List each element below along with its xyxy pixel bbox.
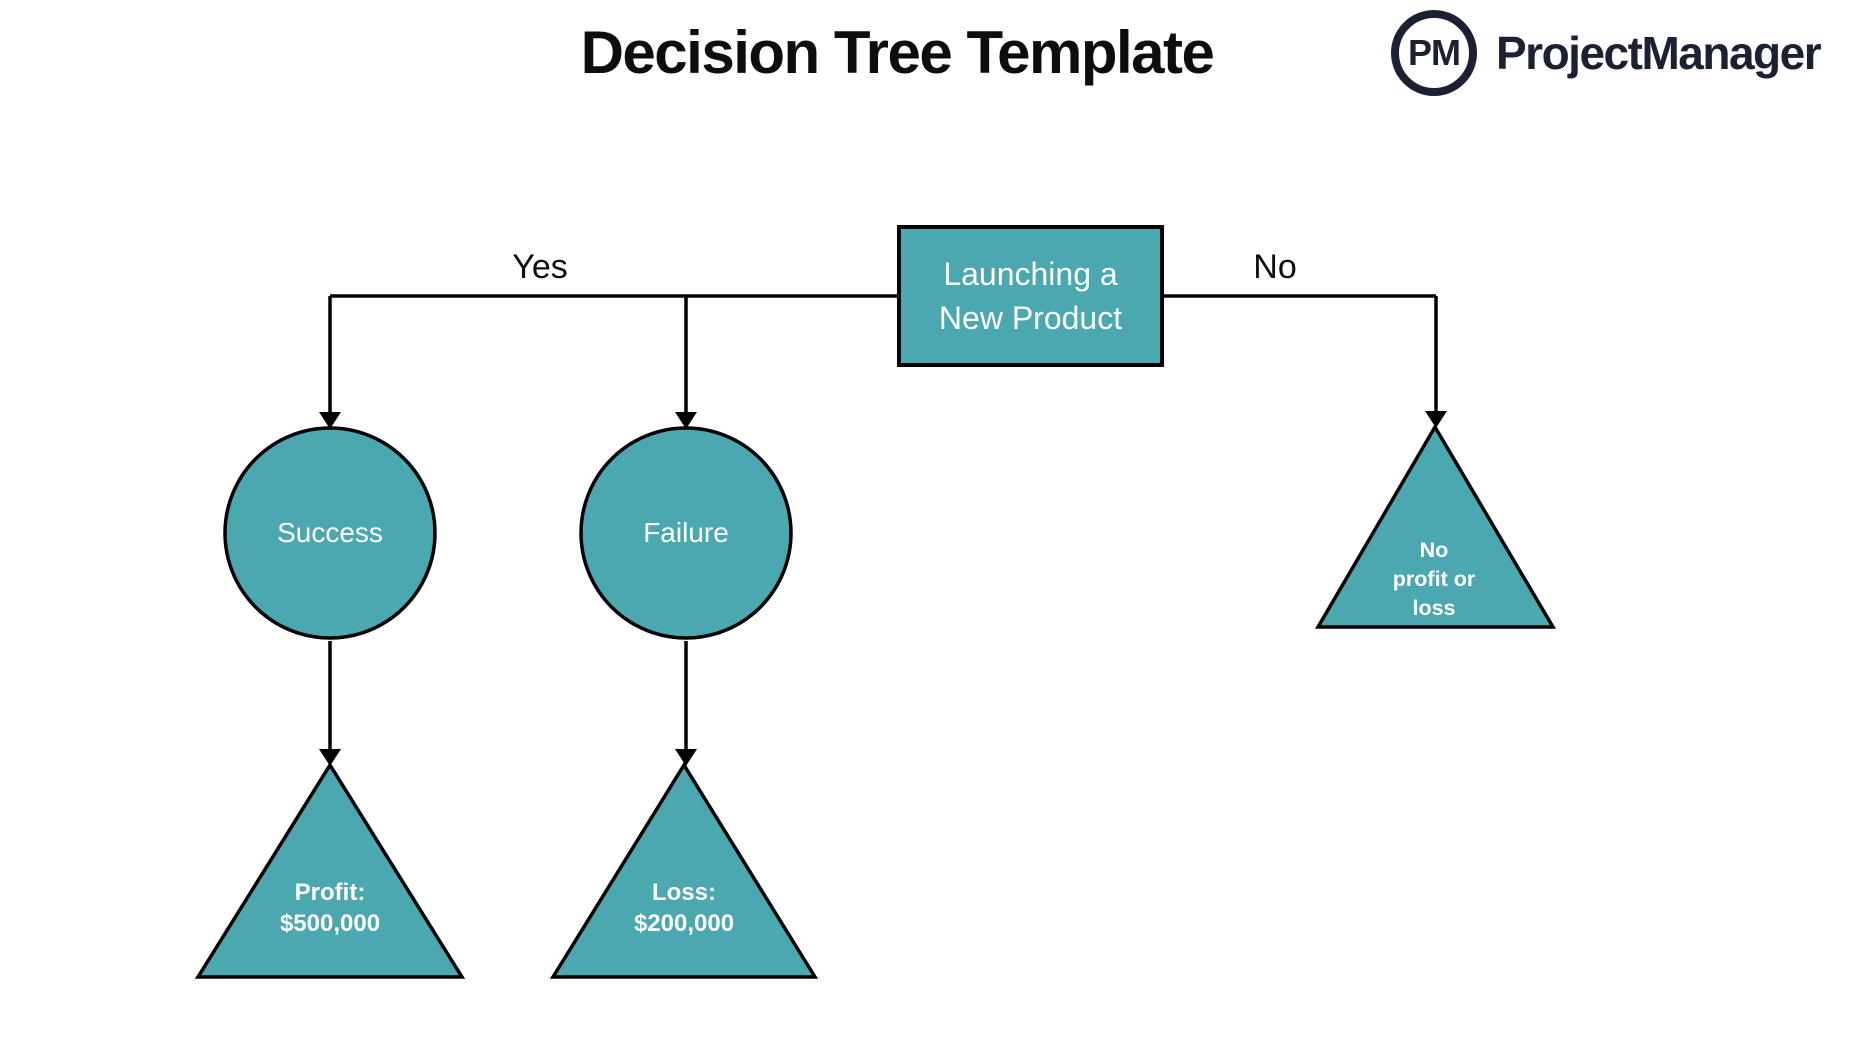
no-profit-label-line3: loss bbox=[1412, 596, 1456, 620]
loss-label-line2: $200,000 bbox=[633, 910, 735, 937]
pm-monogram-text: PM bbox=[1408, 32, 1461, 73]
decision-node: Launching a New Product bbox=[897, 225, 1164, 367]
arrowhead-loss-icon bbox=[675, 749, 697, 766]
brand-wordmark: ProjectManager bbox=[1496, 27, 1822, 79]
arrowhead-profit-icon bbox=[319, 749, 341, 766]
no-edge-label: No bbox=[1253, 248, 1297, 286]
failure-node-shape bbox=[579, 426, 793, 640]
profit-node-label: Profit: $500,000 bbox=[215, 877, 445, 939]
page-title: Decision Tree Template bbox=[580, 19, 1215, 86]
pm-monogram-icon: PM bbox=[1391, 10, 1477, 96]
loss-label-line1: Loss: bbox=[651, 879, 716, 906]
no-profit-node-shape bbox=[1314, 423, 1557, 629]
profit-node-shape bbox=[194, 761, 466, 979]
arrowhead-failure-icon bbox=[675, 412, 697, 429]
no-profit-label-line2: profit or bbox=[1392, 567, 1476, 591]
profit-label-line1: Profit: bbox=[294, 879, 366, 906]
failure-node-label: Failure bbox=[643, 517, 729, 548]
yes-edge-label: Yes bbox=[512, 248, 568, 286]
projectmanager-logo: PM ProjectManager bbox=[1391, 8, 1846, 98]
profit-label-line2: $500,000 bbox=[279, 910, 381, 937]
success-node-shape bbox=[223, 426, 437, 640]
no-profit-node-label: No profit or loss bbox=[1324, 536, 1544, 623]
decision-node-label-line2: New Product bbox=[938, 300, 1123, 336]
loss-node-shape bbox=[549, 761, 819, 979]
no-profit-label-line1: No bbox=[1419, 538, 1449, 562]
loss-node-label: Loss: $200,000 bbox=[569, 877, 799, 939]
arrowhead-success-icon bbox=[319, 412, 341, 429]
success-node-label: Success bbox=[277, 517, 383, 548]
decision-node-label-line1: Launching a bbox=[943, 256, 1118, 292]
arrowhead-no-profit-icon bbox=[1425, 411, 1447, 428]
